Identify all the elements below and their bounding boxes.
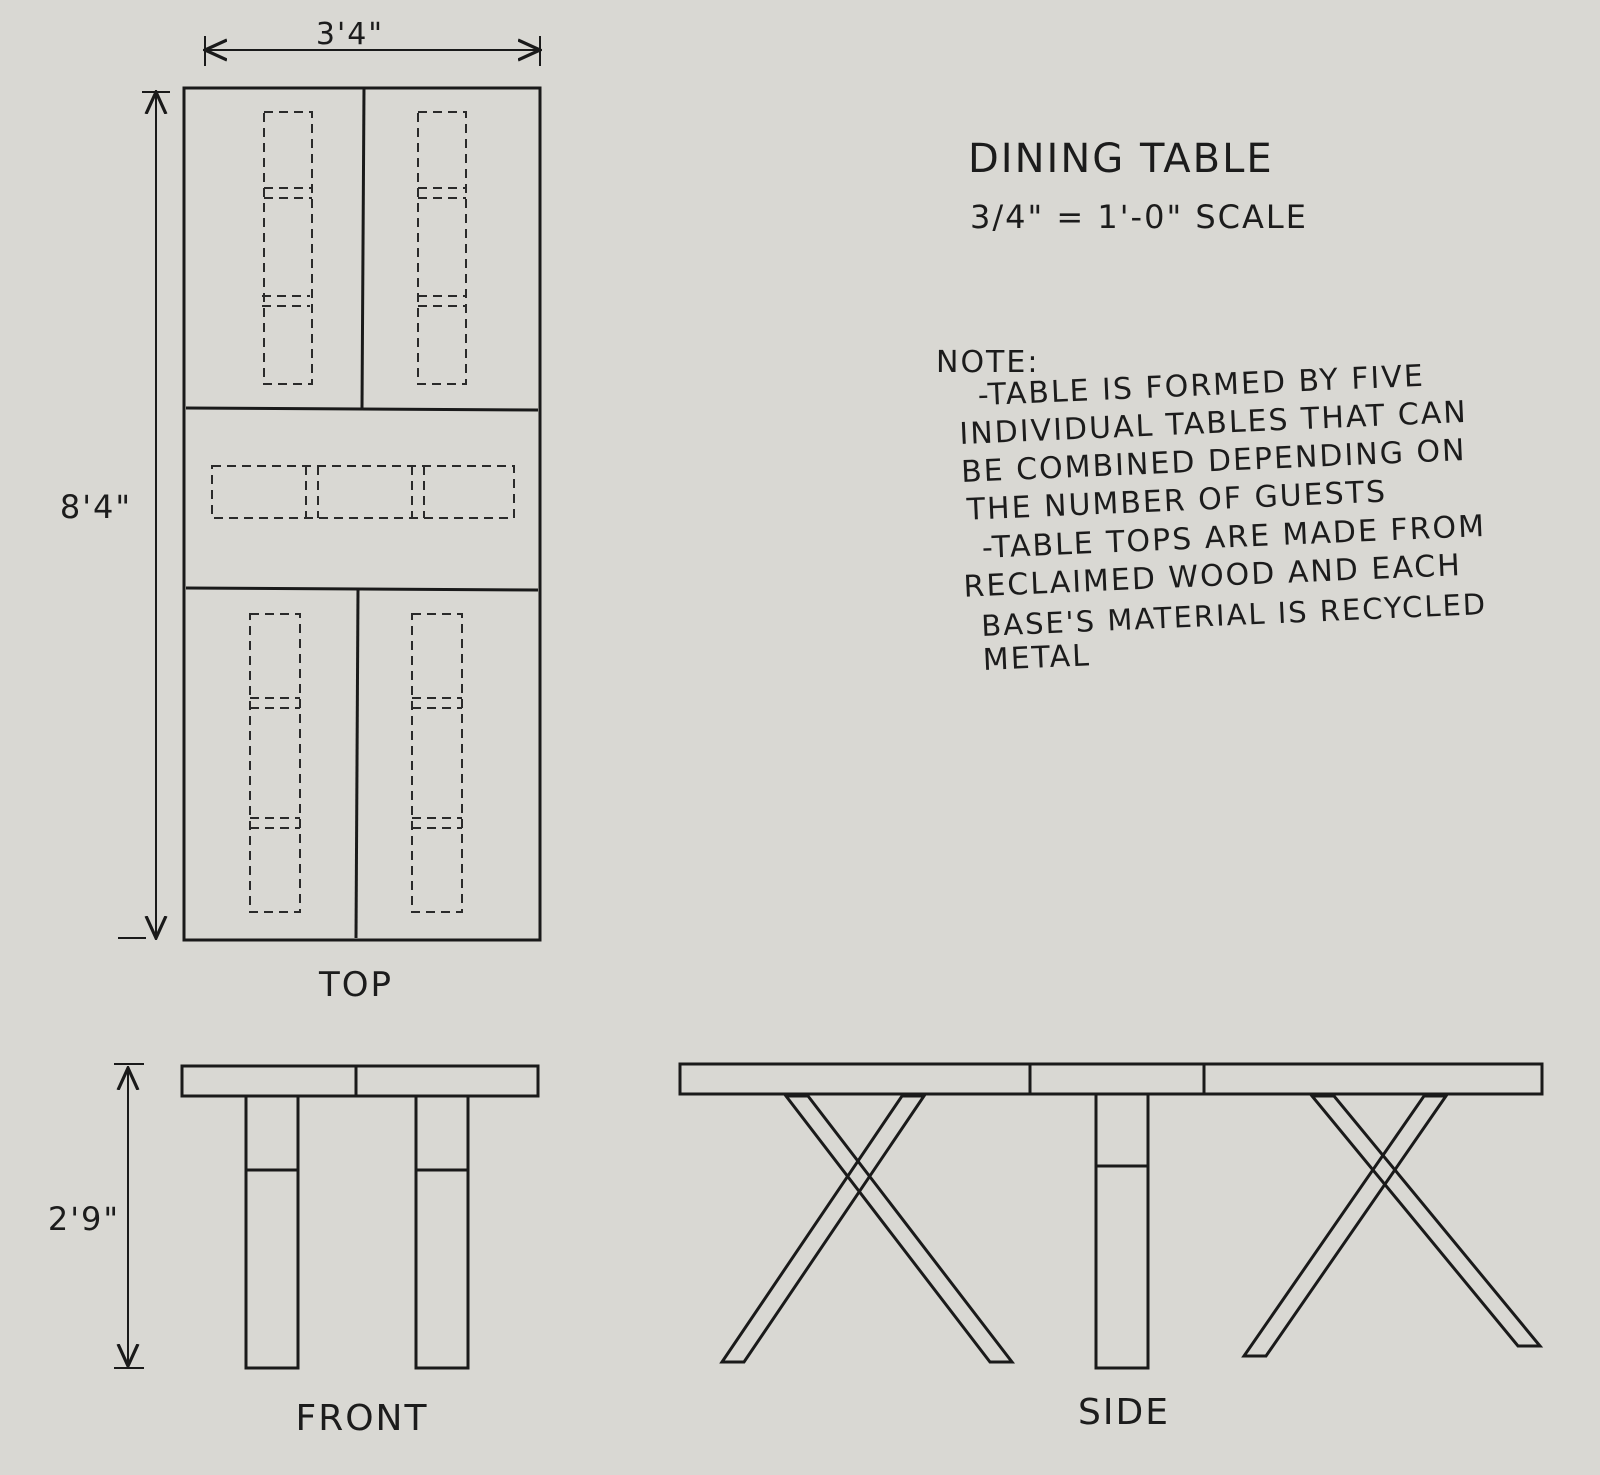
top-view-outline (182, 86, 542, 942)
top-upper-divider (360, 87, 366, 409)
hidden-leg-lower-right (411, 613, 463, 913)
length-dimension-label: 8'4" (60, 488, 132, 526)
top-view-label: TOP (318, 965, 393, 1005)
side-tabletop (678, 1062, 1544, 1096)
side-x-base-left (719, 1094, 1016, 1364)
front-tabletop (180, 1064, 540, 1098)
hidden-leg-upper-left (262, 111, 313, 385)
height-dimension-label: 2'9" (48, 1200, 120, 1238)
top-middle-upper-edge (185, 406, 539, 412)
front-view: 2'9" FRONT (48, 1063, 540, 1439)
top-middle-lower-edge (185, 586, 539, 592)
note-heading: NOTE: (936, 345, 1039, 380)
drawing-scale: 3/4" = 1'-0" SCALE (970, 198, 1308, 236)
side-view: SIDE (678, 1062, 1544, 1433)
note-line: METAL (982, 638, 1092, 678)
width-dimension-label: 3'4" (316, 17, 384, 52)
front-view-label: FRONT (296, 1398, 429, 1439)
note-block: NOTE: -TABLE IS FORMED BY FIVE INDIVIDUA… (936, 345, 1488, 678)
side-x-base-right (1241, 1094, 1544, 1358)
drawing-title: DINING TABLE (968, 136, 1274, 182)
hidden-leg-upper-right (417, 111, 467, 385)
hidden-leg-middle (211, 465, 515, 519)
top-view: 3'4" 8'4" (60, 17, 540, 1005)
hidden-leg-lower-left (249, 613, 301, 913)
front-leg-right (414, 1094, 470, 1370)
top-lower-divider (354, 589, 360, 939)
side-view-label: SIDE (1078, 1392, 1170, 1433)
title-block: DINING TABLE 3/4" = 1'-0" SCALE (968, 136, 1308, 236)
side-center-leg (1094, 1092, 1150, 1370)
front-leg-left (244, 1094, 300, 1370)
